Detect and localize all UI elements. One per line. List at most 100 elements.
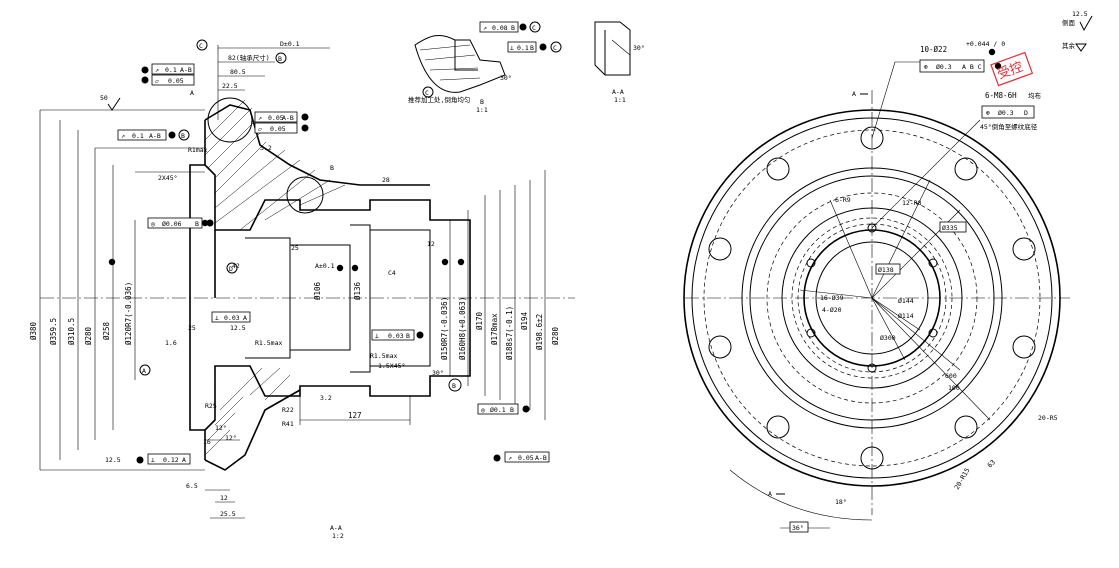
svg-text:12: 12 [220, 494, 228, 502]
detail-b-note: 推荐加工处,倒角均匀 [408, 95, 470, 104]
svg-text:1.6: 1.6 [165, 339, 177, 347]
svg-text:A: A [142, 367, 146, 375]
svg-text:28: 28 [382, 176, 390, 184]
svg-text:25.5: 25.5 [220, 510, 236, 518]
svg-text:C4: C4 [388, 269, 396, 277]
svg-text:Ø258: Ø258 [102, 321, 111, 340]
controlled-stamp: 受控 [990, 51, 1034, 87]
svg-text:Ø300: Ø300 [880, 334, 896, 342]
svg-text:Ø0.1: Ø0.1 [490, 406, 506, 414]
svg-text:B: B [511, 24, 515, 32]
svg-text:Ø194: Ø194 [520, 311, 529, 330]
svg-text:50: 50 [100, 94, 108, 102]
tol-frame-10: ⊥ 0.12 A [136, 453, 191, 465]
svg-text:A-B: A-B [282, 114, 294, 122]
svg-text:Ø106: Ø106 [313, 281, 322, 300]
svg-text:Ø280: Ø280 [84, 326, 93, 345]
svg-text:C: C [425, 89, 429, 97]
svg-text:Ø160H8(+0.063): Ø160H8(+0.063) [458, 297, 467, 360]
roughness-symbol-rest [1075, 43, 1087, 52]
tol-frame-9: ◎ Ø0.1 B [477, 403, 530, 415]
svg-text:0.05: 0.05 [518, 454, 534, 462]
svg-text:12.5: 12.5 [105, 456, 121, 464]
tol-frame-12 [479, 21, 519, 33]
svg-text:Ø150R7(-0.036): Ø150R7(-0.036) [440, 297, 449, 360]
svg-text:B: B [181, 132, 185, 140]
svg-text:0.08: 0.08 [492, 24, 508, 32]
svg-text:0.05: 0.05 [168, 77, 184, 85]
svg-text:▱: ▱ [258, 125, 262, 133]
datum-a-mark [139, 364, 151, 376]
section-scale: 1:2 [332, 532, 344, 540]
svg-text:3.2: 3.2 [260, 144, 272, 152]
svg-text:Ø178max: Ø178max [490, 313, 499, 345]
svg-text:↗: ↗ [258, 114, 262, 122]
svg-text:36°: 36° [792, 524, 804, 532]
svg-text:82(轴承尺寸): 82(轴承尺寸) [228, 53, 270, 62]
svg-text:C: C [553, 44, 557, 52]
svg-text:◎: ◎ [151, 220, 155, 228]
svg-text:Ø170: Ø170 [475, 311, 484, 330]
svg-text:R1max: R1max [188, 146, 208, 154]
svg-text:R1.5max: R1.5max [255, 339, 282, 347]
svg-text:⊥: ⊥ [375, 332, 379, 340]
roughness-symbol [1079, 15, 1093, 32]
svg-text:20-R15: 20-R15 [953, 467, 972, 491]
svg-text:12-R8: 12-R8 [902, 199, 922, 207]
svg-text:Ø380: Ø380 [29, 321, 38, 340]
end-view: 10-Ø22 +0.044 / 0 ⊕ Ø0.3 A B C 6-M8-6H 均… [683, 40, 1070, 533]
tol-frame-8: ⊥ 0.03 B [371, 329, 424, 341]
svg-text:Ø138: Ø138 [878, 266, 894, 274]
svg-text:↗: ↗ [508, 454, 512, 462]
svg-text:A±0.1: A±0.1 [315, 262, 335, 270]
svg-text:C: C [532, 24, 536, 32]
section-view-a-a: Ø380 Ø359.5 Ø310.5 Ø280 Ø258 Ø120R7(-0.0… [29, 39, 575, 540]
surface-finish-notes: 侧面 12.5 其余 [1062, 10, 1093, 52]
svg-text:16: 16 [203, 438, 211, 446]
svg-text:16-Ø39: 16-Ø39 [820, 294, 844, 302]
svg-text:⊕: ⊕ [986, 109, 990, 117]
svg-text:0.1: 0.1 [132, 132, 144, 140]
svg-text:12°: 12° [225, 434, 237, 442]
svg-text:42: 42 [232, 262, 240, 270]
svg-text:受控: 受控 [996, 60, 1026, 83]
svg-text:A B C: A B C [962, 63, 982, 71]
side-label: 侧面 [1062, 18, 1076, 27]
svg-text:0.03: 0.03 [224, 314, 240, 322]
detail-circle-b [286, 176, 324, 214]
svg-text:R22: R22 [282, 406, 294, 414]
svg-text:R25: R25 [205, 402, 217, 410]
svg-text:◎: ◎ [481, 406, 485, 414]
svg-text:127: 127 [348, 411, 362, 420]
svg-text:A: A [190, 89, 194, 97]
svg-text:22.5: 22.5 [222, 82, 238, 90]
svg-text:Ø335: Ø335 [942, 224, 958, 232]
holes-tol-frame [919, 59, 985, 73]
svg-text:A: A [768, 490, 772, 498]
svg-text:均布: 均布 [1028, 91, 1042, 100]
svg-text:↗: ↗ [483, 24, 487, 32]
svg-text:30°: 30° [500, 74, 512, 82]
side-roughness: 12.5 [1072, 10, 1088, 18]
detail-b-label: B [480, 98, 484, 106]
svg-text:R1.5max: R1.5max [370, 352, 397, 360]
svg-text:A: A [182, 456, 186, 464]
svg-text:25: 25 [291, 244, 299, 252]
svg-text:600: 600 [945, 372, 957, 380]
svg-text:2X45°: 2X45° [158, 174, 178, 182]
svg-text:Ø310.5: Ø310.5 [67, 318, 76, 345]
svg-text:+0.044 / 0: +0.044 / 0 [966, 40, 1005, 48]
svg-text:1.5X45°: 1.5X45° [378, 362, 405, 370]
svg-text:A: A [852, 90, 856, 98]
svg-text:0.1: 0.1 [517, 44, 529, 52]
detail-circle-upper [207, 97, 253, 143]
svg-text:3.2: 3.2 [320, 394, 332, 402]
small-section-view: 30° A-A 1:1 [594, 21, 645, 104]
svg-text:0.03: 0.03 [388, 332, 404, 340]
tol-frame-11: ↗ 0.05 A-B [493, 451, 550, 463]
svg-text:B: B [195, 220, 199, 228]
svg-text:B: B [530, 44, 534, 52]
tol-frame-2: ▱ 0.05 [141, 74, 195, 86]
threads-note: 6-M8-6H [985, 91, 1017, 100]
